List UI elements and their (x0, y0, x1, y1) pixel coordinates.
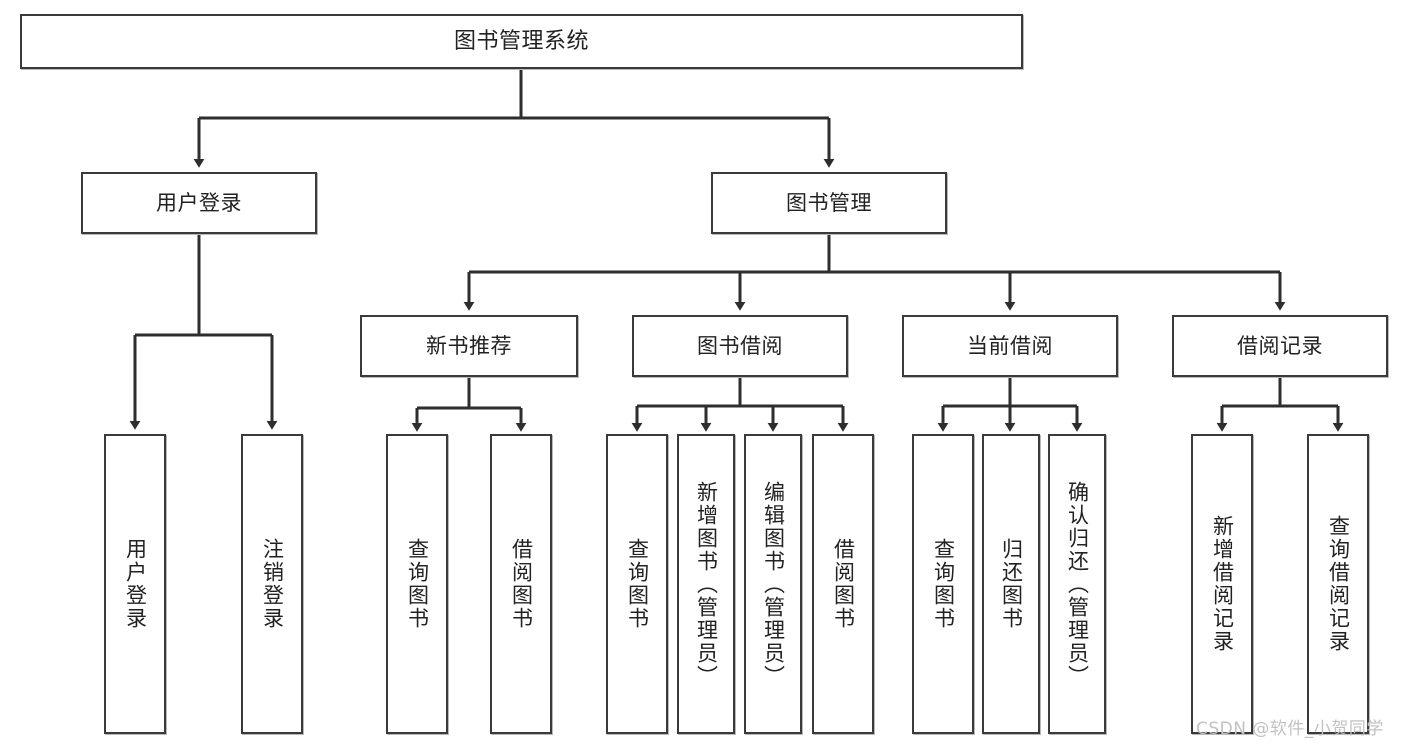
node-label: 确认归还（管理员） (1065, 480, 1090, 688)
node-label: 用户登录 (123, 538, 148, 630)
node-label: 注销登录 (260, 538, 285, 630)
node-leaf-query-books-borrow[interactable]: 查询图书 (606, 434, 668, 734)
node-leaf-query-books-recommend[interactable]: 查询图书 (386, 434, 448, 734)
node-label: 新增图书（管理员） (694, 480, 719, 688)
node-label: 借阅图书 (831, 538, 856, 630)
node-label: 编辑图书（管理员） (761, 480, 786, 688)
node-label: 新增借阅记录 (1210, 515, 1235, 653)
node-current-borrowing[interactable]: 当前借阅 (902, 315, 1118, 377)
node-borrow-records[interactable]: 借阅记录 (1172, 315, 1388, 377)
node-root-system[interactable]: 图书管理系统 (20, 14, 1023, 69)
node-book-management[interactable]: 图书管理 (711, 172, 947, 234)
node-label: 借阅图书 (509, 538, 534, 630)
node-label: 查询借阅记录 (1326, 515, 1351, 653)
node-book-borrowing[interactable]: 图书借阅 (632, 315, 848, 377)
node-leaf-user-login[interactable]: 用户登录 (104, 434, 166, 734)
node-leaf-edit-book-admin[interactable]: 编辑图书（管理员） (744, 434, 802, 734)
node-leaf-query-books-current[interactable]: 查询图书 (912, 434, 974, 734)
node-leaf-query-borrow-record[interactable]: 查询借阅记录 (1307, 434, 1369, 734)
node-leaf-return-books[interactable]: 归还图书 (982, 434, 1040, 734)
node-label: 归还图书 (999, 538, 1024, 630)
node-label: 图书借阅 (697, 333, 783, 358)
node-user-login[interactable]: 用户登录 (81, 172, 317, 234)
node-label: 当前借阅 (967, 333, 1053, 358)
node-label: 用户登录 (156, 190, 242, 215)
node-label: 查询图书 (625, 538, 650, 630)
node-label: 查询图书 (931, 538, 956, 630)
node-label: 查询图书 (405, 538, 430, 630)
node-leaf-borrow-books-recommend[interactable]: 借阅图书 (490, 434, 552, 734)
csdn-watermark: CSDN @软件_小贺同学 (1196, 719, 1384, 739)
node-label: 新书推荐 (426, 333, 512, 358)
node-label: 图书管理 (786, 190, 872, 215)
node-new-book-recommendation[interactable]: 新书推荐 (360, 315, 578, 377)
node-label: 借阅记录 (1237, 333, 1323, 358)
node-leaf-add-book-admin[interactable]: 新增图书（管理员） (677, 434, 735, 734)
node-label: 图书管理系统 (453, 28, 589, 54)
node-leaf-confirm-return-admin[interactable]: 确认归还（管理员） (1048, 434, 1106, 734)
node-leaf-borrow-books-borrow[interactable]: 借阅图书 (812, 434, 874, 734)
node-leaf-logout[interactable]: 注销登录 (241, 434, 303, 734)
node-leaf-add-borrow-record[interactable]: 新增借阅记录 (1191, 434, 1253, 734)
